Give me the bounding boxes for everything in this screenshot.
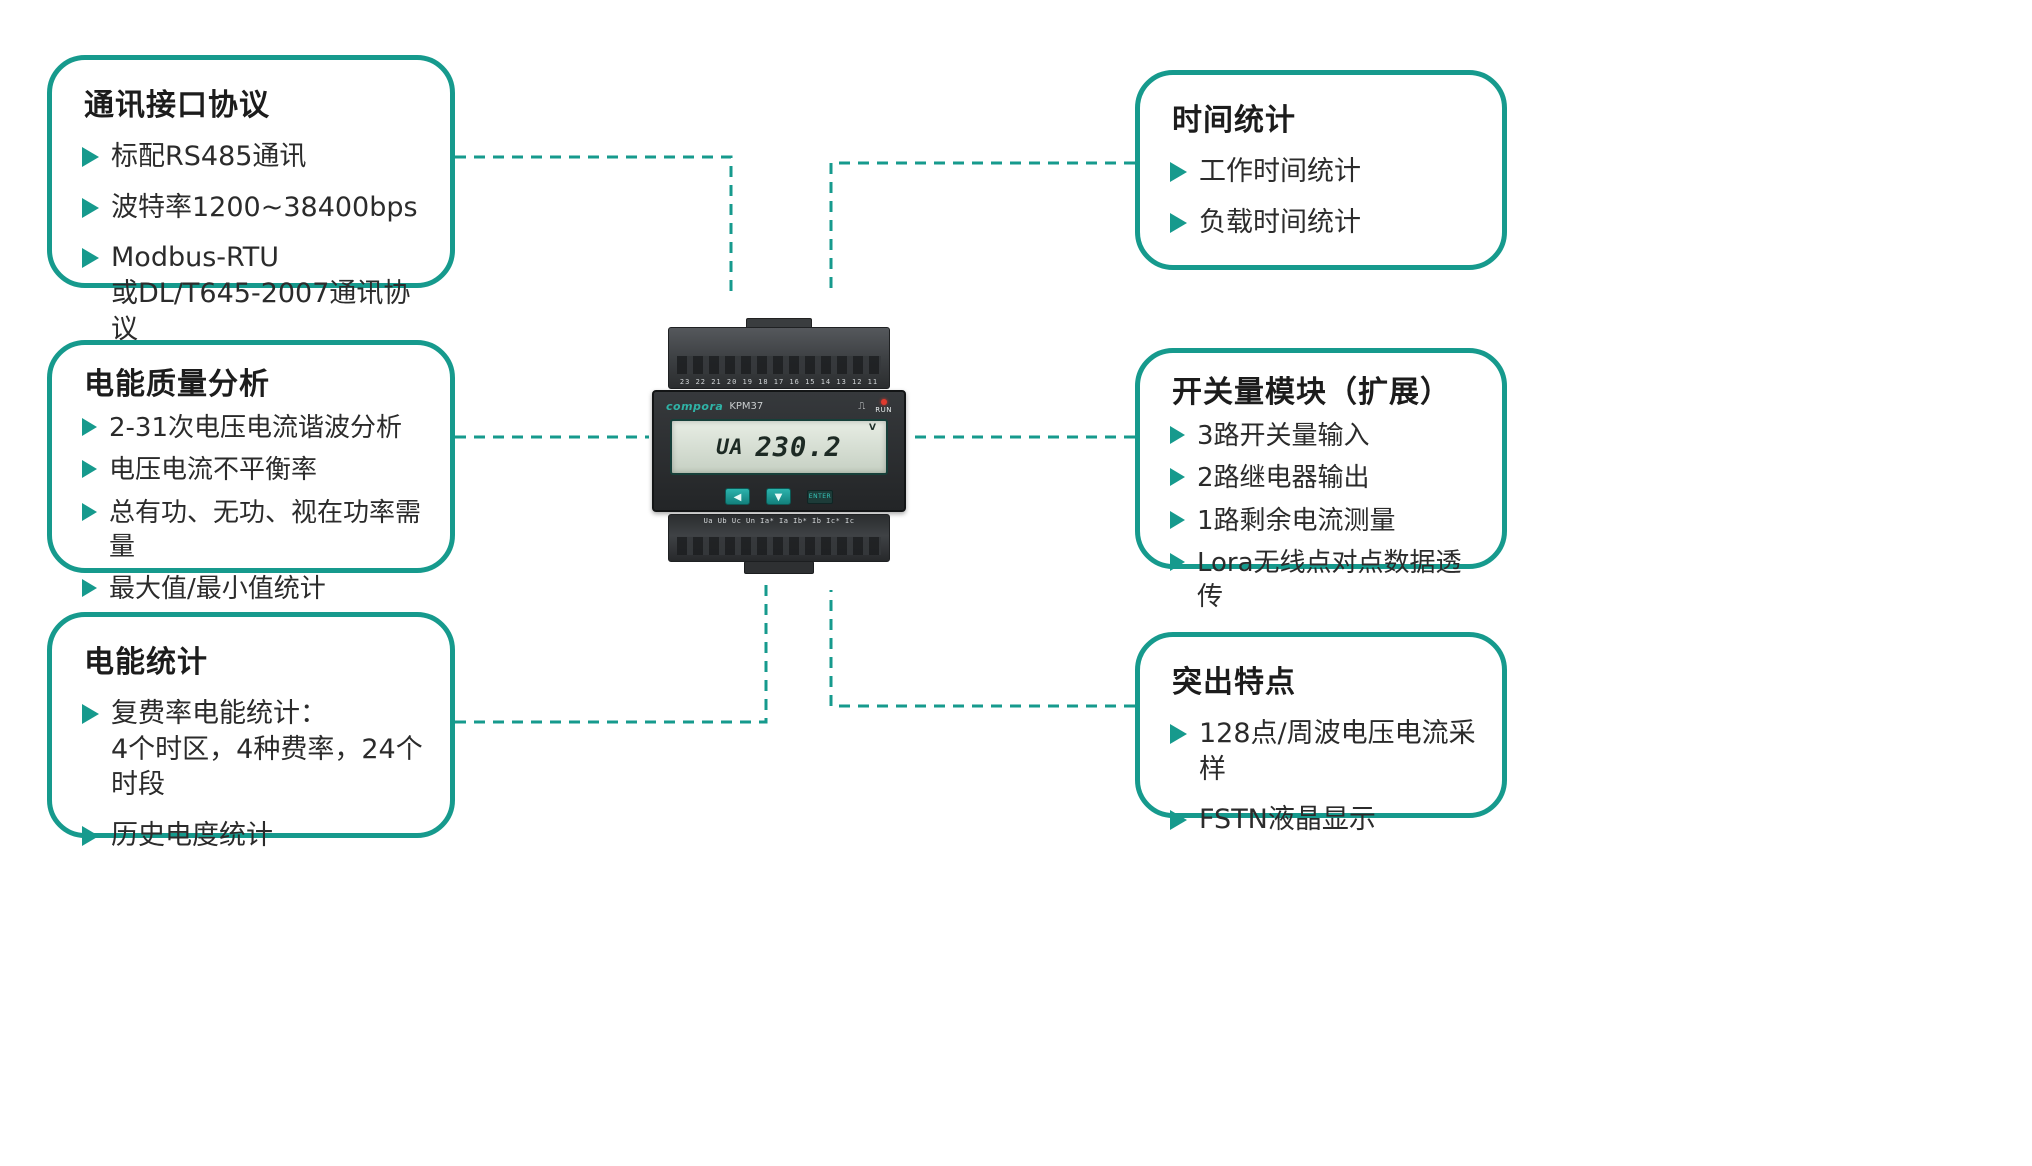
feature-item: 电压电流不平衡率 (82, 453, 426, 487)
power-meter-device: 23 22 21 20 19 18 17 16 15 14 13 12 11 c… (652, 318, 906, 574)
arrow-bullet-icon (82, 418, 97, 436)
connector-energy-statistics (455, 578, 768, 724)
callout-title: 电能统计 (84, 645, 208, 680)
brand-logo: compora (666, 399, 724, 413)
arrow-bullet-icon (1170, 552, 1185, 571)
feature-item: 工作时间统计 (1170, 154, 1478, 190)
run-indicator: RUN (875, 398, 892, 414)
callout-title: 突出特点 (1172, 665, 1296, 700)
feature-item: 波特率1200~38400bps (82, 190, 426, 226)
arrow-bullet-icon (82, 248, 99, 269)
bottom-terminal-labels: Ua Ub Uc Un Ia* Ia Ib* Ib Ic* Ic (703, 517, 855, 525)
device-bottom-mount-tab (744, 561, 814, 574)
enter-button: ENTER (807, 489, 833, 504)
callout-time-statistics: 时间统计 工作时间统计 负载时间统计 (1135, 70, 1507, 270)
feature-item: 总有功、无功、视在功率需量 (82, 496, 426, 565)
feature-item: 128点/周波电压电流采样 (1170, 716, 1478, 787)
feature-item: 3路开关量输入 (1170, 419, 1478, 453)
feature-item: 历史电度统计 (82, 818, 426, 854)
callout-power-quality: 电能质量分析 2-31次电压电流谐波分析 电压电流不平衡率 总有功、无功、视在功… (47, 340, 455, 604)
lcd-readout: UA 230.2 (672, 421, 886, 473)
arrow-bullet-icon (82, 502, 97, 521)
down-arrow-button: ▼ (766, 488, 791, 505)
feature-item: 2路继电器输出 (1170, 461, 1478, 495)
lcd-display: V UA 230.2 (670, 419, 888, 475)
device-front-panel: compora KPM37 ⎍ RUN V UA 230.2 ◀ ▼ ENT (652, 390, 906, 512)
lcd-unit-label: V (869, 423, 876, 433)
callout-highlights: 突出特点 128点/周波电压电流采样 FSTN液晶显示 (1135, 632, 1507, 835)
arrow-bullet-icon (1170, 426, 1185, 444)
device-header: compora KPM37 ⎍ RUN (666, 397, 892, 415)
run-label: RUN (875, 405, 892, 414)
callout-switch-module: 开关量模块（扩展） 3路开关量输入 2路继电器输出 1路剩余电流测量 Lora无… (1135, 348, 1507, 612)
feature-item: 负载时间统计 (1170, 205, 1478, 241)
arrow-bullet-icon (1170, 468, 1185, 487)
left-arrow-button: ◀ (725, 488, 750, 505)
arrow-bullet-icon (1170, 724, 1187, 744)
terminal-numbers-label: 23 22 21 20 19 18 17 16 15 14 13 12 11 (679, 378, 879, 386)
arrow-bullet-icon (82, 579, 97, 598)
arrow-bullet-icon (82, 147, 99, 167)
connector-highlights (829, 590, 1135, 708)
terminal-slots (677, 537, 881, 555)
feature-item: 标配RS485通讯 (82, 139, 426, 175)
feature-item: 2-31次电压电流谐波分析 (82, 411, 426, 445)
callout-title: 通讯接口协议 (84, 88, 270, 123)
device-top-terminal-block: 23 22 21 20 19 18 17 16 15 14 13 12 11 (668, 327, 890, 389)
arrow-bullet-icon (82, 460, 97, 479)
device-bottom-terminal-block: Ua Ub Uc Un Ia* Ia Ib* Ib Ic* Ic (668, 514, 890, 562)
feature-item: Modbus-RTU 或DL/T645-2007通讯协议 (82, 240, 426, 347)
feature-item: 1路剩余电流测量 (1170, 504, 1478, 538)
run-led-icon (880, 398, 887, 405)
callout-title: 时间统计 (1172, 103, 1296, 138)
feature-item: Lora无线点对点数据透传 (1170, 546, 1478, 615)
feature-item: FSTN液晶显示 (1170, 802, 1478, 838)
feature-item: 最大值/最小值统计 (82, 572, 426, 606)
connector-time-statistics (829, 161, 1135, 295)
arrow-bullet-icon (82, 197, 99, 218)
callout-comm-protocol: 通讯接口协议 标配RS485通讯 波特率1200~38400bps Modbus… (47, 55, 455, 345)
feature-item: 复费率电能统计： 4个时区，4种费率，24个时段 (82, 696, 426, 803)
arrow-bullet-icon (1170, 162, 1187, 182)
model-label: KPM37 (729, 400, 764, 412)
arrow-bullet-icon (1170, 212, 1187, 233)
arrow-bullet-icon (82, 825, 99, 846)
device-button-row: ◀ ▼ ENTER (654, 488, 904, 505)
connector-comm-protocol (455, 155, 733, 295)
arrow-bullet-icon (82, 704, 99, 724)
callout-title: 开关量模块（扩展） (1172, 375, 1451, 410)
lcd-value: 230.2 (755, 431, 842, 463)
callout-title: 电能质量分析 (84, 367, 270, 402)
pulse-icon: ⎍ (858, 400, 866, 412)
terminal-slots (677, 356, 881, 374)
arrow-bullet-icon (1170, 810, 1187, 831)
lcd-channel-label: UA (716, 435, 744, 459)
arrow-bullet-icon (1170, 510, 1185, 529)
callout-energy-statistics: 电能统计 复费率电能统计： 4个时区，4种费率，24个时段 历史电度统计 (47, 612, 455, 851)
